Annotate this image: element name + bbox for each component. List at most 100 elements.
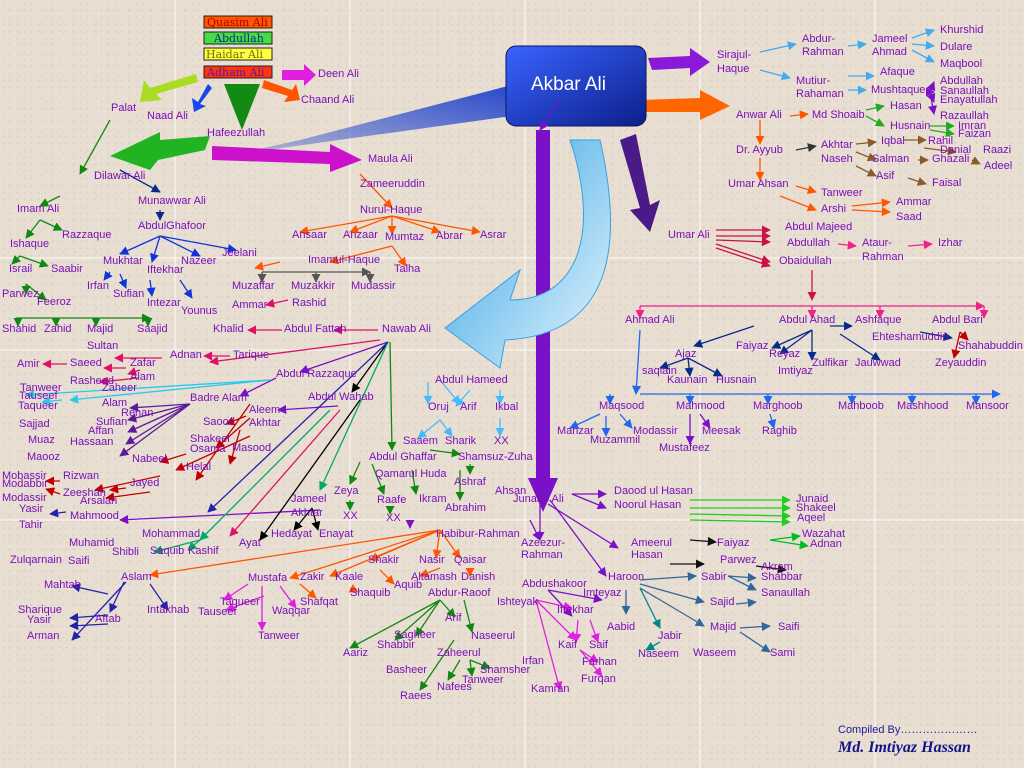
node-label-n165[interactable]: Noorul Hasan: [614, 499, 681, 511]
node-label-n191[interactable]: Abdul Bari: [932, 314, 983, 326]
node-label-n116[interactable]: Mahtab: [44, 579, 81, 591]
node-label-n170[interactable]: Hasan: [631, 549, 663, 561]
node-label-n0[interactable]: Deen Ali: [318, 68, 359, 80]
node-label-n206[interactable]: Marghoob: [753, 400, 803, 412]
node-label-n193[interactable]: Shahabuddin: [958, 340, 1023, 352]
node-label-n69[interactable]: Saood: [203, 416, 235, 428]
node-label-n102[interactable]: Abrahim: [445, 502, 486, 514]
node-label-n180[interactable]: Sajid: [710, 596, 734, 608]
node-label-n129[interactable]: Shafqat: [300, 596, 338, 608]
node-label-n260[interactable]: Arshi: [821, 203, 846, 215]
node-label-n232[interactable]: Mutiur-: [796, 75, 831, 87]
node-label-n44[interactable]: Saajid: [137, 323, 168, 335]
node-label-n61[interactable]: Rehan: [121, 407, 153, 419]
node-label-n124[interactable]: Taqueer: [220, 596, 260, 608]
node-label-n126[interactable]: Waqqar: [272, 605, 310, 617]
node-label-n12[interactable]: Asrar: [480, 229, 507, 241]
node-label-n246[interactable]: Dr. Ayyub: [736, 144, 783, 156]
node-label-n224[interactable]: Haque: [717, 63, 749, 75]
node-label-n137[interactable]: Altamash: [411, 571, 457, 583]
node-label-n238[interactable]: Enayatullah: [940, 94, 998, 106]
node-label-n250[interactable]: Danial: [940, 144, 971, 156]
node-label-n196[interactable]: Ajaz: [675, 348, 696, 360]
node-label-n135[interactable]: Nasir: [419, 554, 445, 566]
node-label-n236[interactable]: Abdullah: [940, 75, 983, 87]
node-label-n243[interactable]: Husnain: [890, 120, 930, 132]
node-label-n13[interactable]: Imamul-Haque: [308, 254, 380, 266]
node-label-n60[interactable]: Abdul Wahab: [308, 391, 374, 403]
node-label-n216[interactable]: Umar Ali: [668, 229, 710, 241]
node-label-n63[interactable]: Sufian: [96, 416, 127, 428]
node-label-n28[interactable]: Ishaque: [10, 238, 49, 250]
node-label-n136[interactable]: Qaisar: [454, 554, 487, 566]
node-label-n123[interactable]: Mustafa: [248, 572, 288, 584]
node-label-n255[interactable]: Adeel: [984, 160, 1012, 172]
node-label-n146[interactable]: Basheer: [386, 664, 427, 676]
node-label-n26[interactable]: Imam Ali: [17, 203, 59, 215]
node-label-n230[interactable]: Dulare: [940, 41, 972, 53]
node-label-n7[interactable]: Nurul-Haque: [360, 204, 422, 216]
node-label-n141[interactable]: Sagheer: [394, 629, 436, 641]
node-label-n54[interactable]: Tanweer: [20, 382, 62, 394]
node-label-n50[interactable]: Zafar: [130, 357, 156, 369]
node-label-n18[interactable]: Ammar: [232, 299, 268, 311]
node-label-n46[interactable]: Adnan: [170, 349, 202, 361]
node-label-n93[interactable]: Abdul Ghaffar: [369, 451, 437, 463]
node-label-n155[interactable]: Abdushakoor: [522, 578, 587, 590]
node-label-n8[interactable]: Ansaar: [292, 229, 327, 241]
node-label-n131[interactable]: Shakir: [368, 554, 400, 566]
node-label-n22[interactable]: Nawab Ali: [382, 323, 431, 335]
node-label-n127[interactable]: Tanweer: [258, 630, 300, 642]
node-label-n10[interactable]: Mumtaz: [385, 231, 424, 243]
node-label-n150[interactable]: Raees: [400, 690, 432, 702]
node-label-n185[interactable]: Naseem: [638, 648, 679, 660]
node-label-n259[interactable]: Tanweer: [821, 187, 863, 199]
node-label-n223[interactable]: Sirajul-: [717, 49, 752, 61]
node-label-n73[interactable]: Masood: [232, 442, 271, 454]
node-label-n190[interactable]: Ashfaque: [855, 314, 901, 326]
node-label-n215[interactable]: Raghib: [762, 425, 797, 437]
node-label-n210[interactable]: Manzar: [557, 425, 594, 437]
node-label-n25[interactable]: AbdulGhafoor: [138, 220, 206, 232]
node-label-n66[interactable]: Hassaan: [70, 436, 113, 448]
node-label-n211[interactable]: Muzammil: [590, 434, 640, 446]
node-label-n205[interactable]: Mahmood: [676, 400, 725, 412]
node-label-n225[interactable]: Abdur-: [802, 33, 835, 45]
node-label-n84[interactable]: Mahmood: [70, 510, 119, 522]
node-label-n174[interactable]: Parwez: [720, 554, 757, 566]
node-label-n151[interactable]: Irfan: [522, 655, 544, 667]
node-label-n233[interactable]: Rahaman: [796, 88, 844, 100]
node-label-n181[interactable]: Aabid: [607, 621, 635, 633]
node-label-n31[interactable]: Parwez: [2, 288, 39, 300]
node-label-n87[interactable]: Oruj: [428, 401, 449, 413]
node-label-n94[interactable]: Shamsuz-Zuha: [458, 451, 533, 463]
node-label-n77[interactable]: Modabbir: [2, 478, 48, 490]
node-label-n11[interactable]: Abrar: [436, 230, 463, 242]
node-label-n32[interactable]: Feeroz: [37, 296, 71, 308]
node-label-n62[interactable]: Sajjad: [19, 418, 50, 430]
node-label-n257[interactable]: Faisal: [932, 177, 961, 189]
node-label-n142[interactable]: Shabbir: [377, 639, 415, 651]
node-label-n3[interactable]: Naad Ali: [147, 110, 188, 122]
node-label-n52[interactable]: Rasheed: [70, 375, 114, 387]
node-label-n177[interactable]: Sabir: [701, 571, 727, 583]
node-label-n167[interactable]: Shakeel: [796, 502, 836, 514]
node-label-n247[interactable]: Iqbal: [881, 135, 905, 147]
node-label-n57[interactable]: Taqueer: [18, 400, 58, 412]
node-label-n133[interactable]: Aquib: [394, 579, 422, 591]
node-label-n24[interactable]: Munawwar Ali: [138, 195, 206, 207]
node-label-n68[interactable]: Aleem: [249, 404, 280, 416]
node-label-n19[interactable]: Rashid: [292, 297, 326, 309]
node-label-n154[interactable]: Rahman: [521, 549, 563, 561]
node-label-n192[interactable]: Ehteshamuddin: [872, 331, 948, 343]
node-label-n98[interactable]: Raafe: [377, 494, 406, 506]
node-label-n113[interactable]: Shibli: [112, 546, 139, 558]
node-label-n1[interactable]: Chaand Ali: [301, 94, 354, 106]
node-label-n184[interactable]: Jabir: [658, 630, 682, 642]
node-label-n56[interactable]: Tauseef: [19, 390, 58, 402]
node-label-n240[interactable]: Anwar Ali: [736, 109, 782, 121]
node-label-n9[interactable]: Anzaar: [343, 229, 378, 241]
node-label-n99[interactable]: Ikram: [419, 493, 447, 505]
node-label-n117[interactable]: Aslam: [121, 571, 152, 583]
node-label-n175[interactable]: Akram: [761, 561, 793, 573]
